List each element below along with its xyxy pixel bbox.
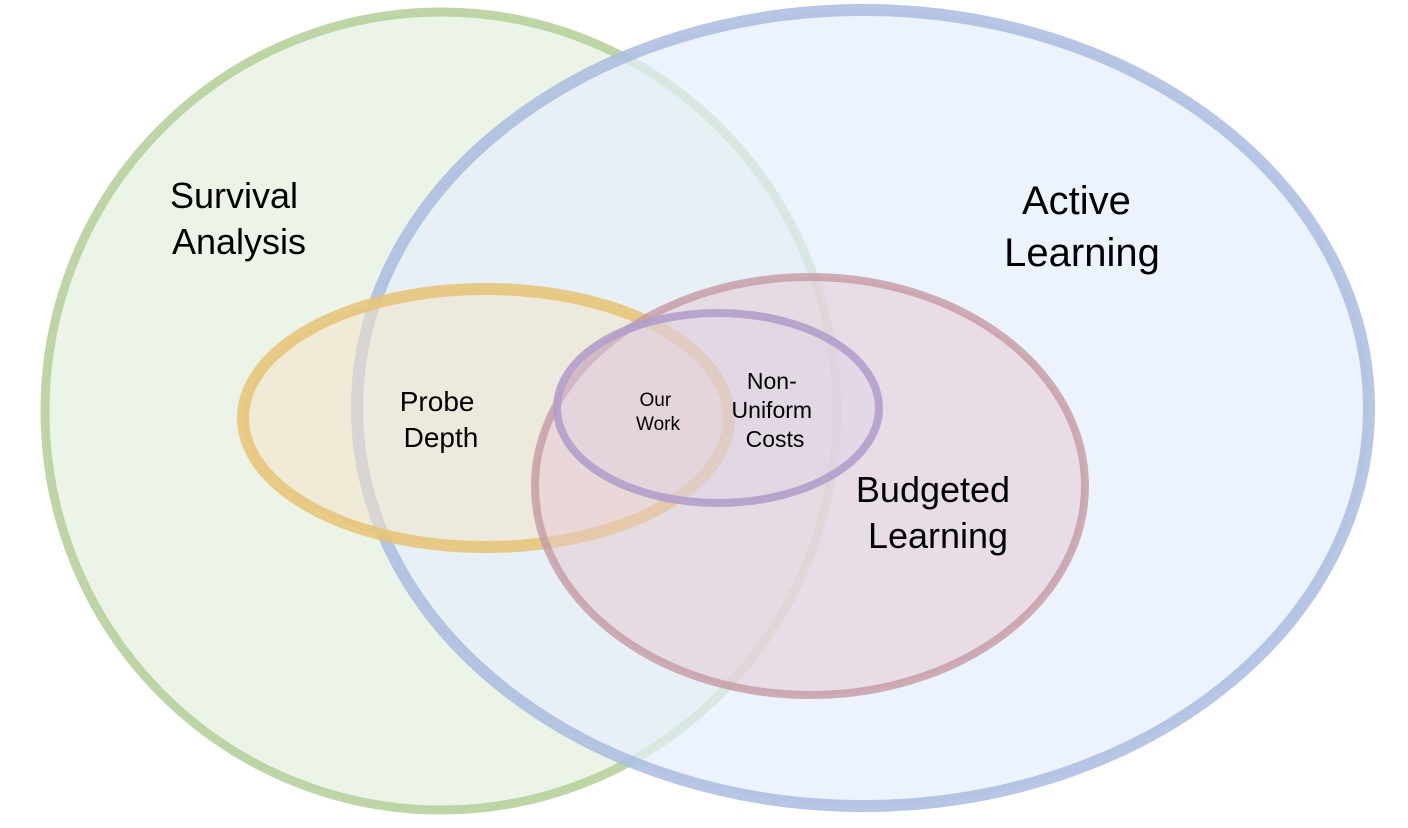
non-uniform-costs-label: Non- Uniform Costs [732,368,819,452]
our-work-label-line1: Our [640,390,672,411]
probe-depth-label-line2: Depth [404,422,479,453]
non-uniform-costs-label-line2: Uniform [732,397,813,423]
survival-analysis-label-line2: Analysis [172,221,306,262]
non-uniform-costs-label-line3: Costs [746,426,805,452]
active-learning-label-line1: Active [1022,179,1131,223]
probe-depth-label-line1: Probe [400,386,475,417]
budgeted-learning-label: Budgeted Learning [856,469,1020,556]
non-uniform-costs-label-line1: Non- [747,368,797,394]
non-uniform-costs-ellipse [553,309,883,507]
our-work-label-line2: Work [636,414,680,435]
budgeted-learning-label-line2: Learning [868,515,1008,556]
our-work-label: Our Work [636,390,680,435]
budgeted-learning-label-line1: Budgeted [856,469,1010,510]
probe-depth-label: Probe Depth [400,386,483,453]
active-learning-label-line2: Learning [1004,231,1160,275]
survival-analysis-label: Survival Analysis [170,175,308,262]
survival-analysis-label-line1: Survival [170,175,298,216]
active-learning-label: Active Learning [1004,179,1160,275]
